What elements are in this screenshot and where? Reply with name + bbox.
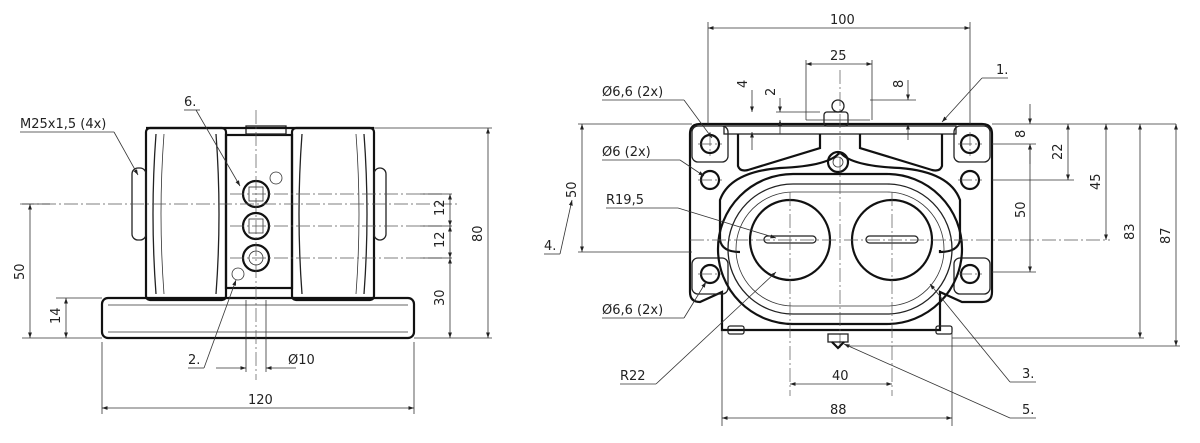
front-dim-8-right: 8: [1014, 130, 1029, 138]
front-radius-22: R22: [620, 369, 646, 384]
front-hole-66-upper: Ø6,6 (2x): [602, 85, 663, 100]
side-dim-120: 120: [248, 393, 273, 408]
front-callout-3: 3.: [1022, 367, 1034, 382]
front-dim-50-right: 50: [1014, 201, 1029, 218]
side-dim-12-lower: 12: [433, 231, 448, 248]
front-dim-83: 83: [1123, 223, 1138, 240]
front-dim-40: 40: [832, 369, 849, 384]
front-dim-88: 88: [830, 403, 847, 418]
front-callout-1: 1.: [996, 63, 1008, 78]
side-base-plate: [100, 296, 416, 340]
side-center-block: [224, 133, 294, 290]
side-callout-2: 2.: [188, 353, 200, 368]
side-view: M25x1,5 (4x) 6. 2. 12 12 30 80 50: [13, 95, 492, 414]
front-dim-87: 87: [1159, 227, 1174, 244]
side-housing-right: [290, 126, 376, 302]
front-radius-195: R19,5: [606, 193, 644, 208]
front-dim-8-top: 8: [892, 80, 907, 88]
side-thread-label: M25x1,5 (4x): [20, 117, 106, 132]
front-top-pivot: [826, 150, 850, 174]
front-callout-5: 5.: [1022, 403, 1034, 418]
front-dim-4: 4: [736, 80, 751, 88]
side-dim-12-upper: 12: [433, 199, 448, 216]
side-dim-80: 80: [471, 225, 486, 242]
side-dim-30: 30: [433, 289, 448, 306]
side-dim-50: 50: [13, 263, 28, 280]
front-hole-66-lower: Ø6,6 (2x): [602, 303, 663, 318]
front-dim-50-left: 50: [565, 181, 580, 198]
front-dim-25: 25: [830, 49, 847, 64]
side-dim-14: 14: [49, 307, 64, 324]
side-callout-6: 6.: [184, 95, 196, 110]
front-dim-45: 45: [1089, 173, 1104, 190]
front-dim-100: 100: [830, 13, 855, 28]
front-hole-6: Ø6 (2x): [602, 145, 651, 160]
front-dim-22: 22: [1051, 143, 1066, 160]
side-dim-diam10: Ø10: [288, 353, 315, 368]
front-outer-body: [688, 122, 994, 332]
side-housing-left: [144, 126, 228, 302]
front-callout-4: 4.: [544, 239, 556, 254]
front-dim-2: 2: [764, 88, 779, 96]
front-gasket-outer: [718, 151, 962, 254]
front-view: 100 25 4 2 8 1. Ø6,6 (2x) Ø6 (2x) R: [544, 13, 1180, 426]
